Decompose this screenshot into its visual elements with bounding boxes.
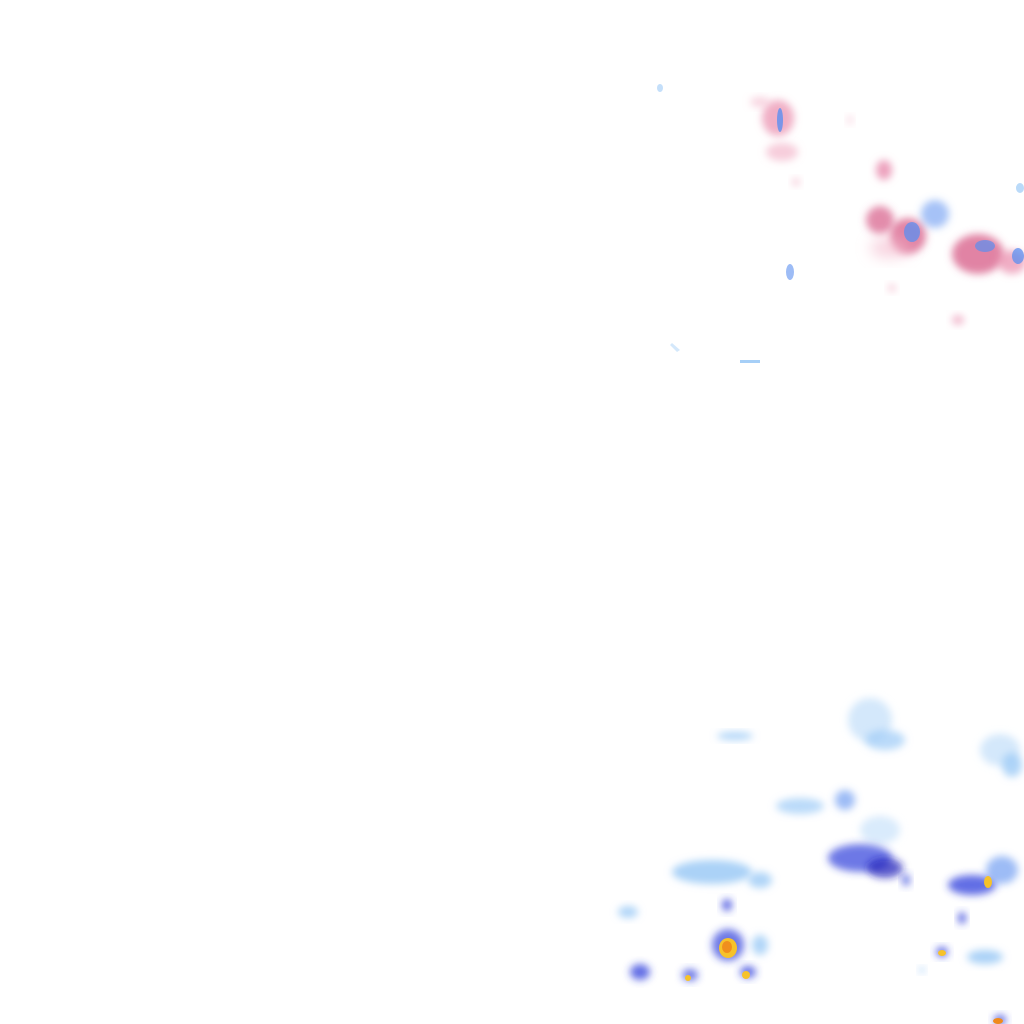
mixed-echo — [870, 238, 910, 258]
mixed-echo — [766, 143, 798, 161]
intense-core — [685, 975, 691, 981]
mixed-echo — [866, 206, 894, 234]
rain-echo — [865, 730, 905, 750]
rain-echo — [835, 790, 855, 810]
snow-core — [657, 84, 663, 92]
rain-echo — [717, 732, 753, 740]
rain-echo — [986, 856, 1018, 884]
mixed-echo — [847, 116, 853, 124]
rain-echo — [967, 950, 1003, 964]
mixed-echo — [888, 284, 896, 292]
mixed-echo — [876, 160, 892, 180]
rain-echo — [867, 858, 903, 878]
rain-echo — [860, 816, 900, 844]
rain-echo — [902, 874, 910, 886]
intense-core — [993, 1018, 1003, 1024]
snow-core — [777, 108, 783, 132]
rain-echo — [919, 967, 925, 973]
intense-core — [938, 950, 946, 956]
mixed-echo — [750, 97, 770, 107]
southeast-rain-area — [618, 698, 1022, 1024]
intense-core — [722, 941, 732, 953]
thin-band — [670, 343, 680, 352]
rain-echo — [958, 912, 966, 924]
rain-echo — [776, 798, 824, 814]
rain-echo — [672, 860, 752, 884]
intense-core — [984, 876, 992, 888]
snow-core — [921, 200, 949, 228]
snow-core — [786, 264, 794, 280]
mixed-echo — [792, 178, 800, 186]
thin-band — [740, 360, 760, 363]
rain-echo — [1002, 753, 1022, 777]
snow-core — [1012, 248, 1024, 264]
snow-core — [904, 222, 920, 242]
mixed-echo — [952, 315, 964, 325]
snow-core — [975, 240, 995, 252]
snow-core — [1016, 183, 1024, 193]
rain-echo — [630, 964, 650, 980]
northeast-mixed-precip-area — [657, 84, 1024, 363]
rain-echo — [618, 906, 638, 918]
rain-echo — [752, 935, 768, 955]
rain-echo — [722, 899, 732, 911]
mixed-echo — [952, 234, 1004, 274]
intense-core — [742, 971, 750, 979]
rain-echo — [748, 872, 772, 888]
rain-echo — [948, 875, 996, 895]
